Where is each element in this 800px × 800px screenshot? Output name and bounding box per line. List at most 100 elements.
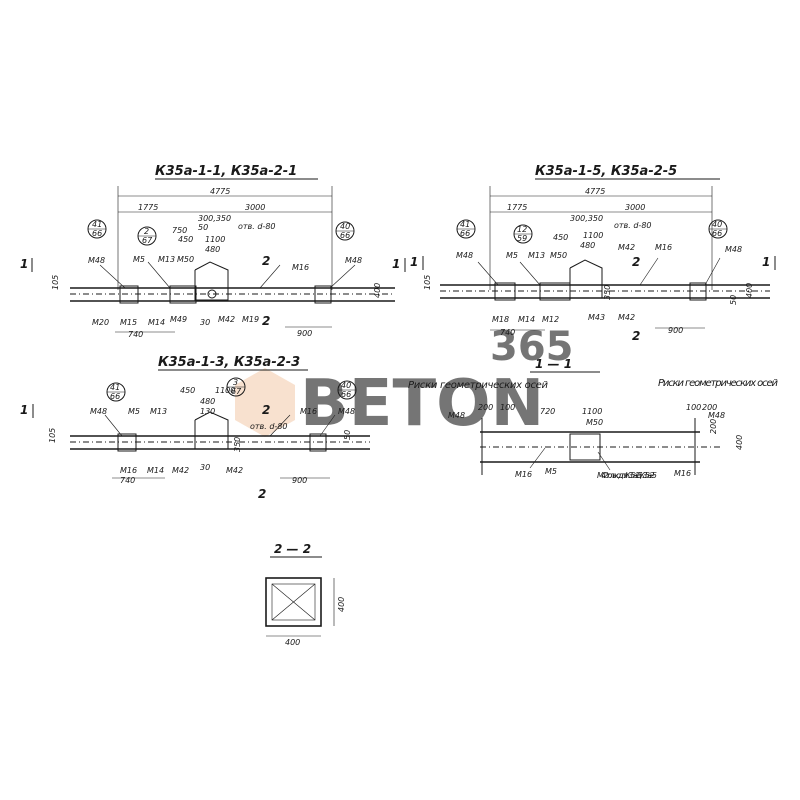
svg-text:50: 50 [343,430,352,440]
svg-text:2: 2 [632,329,640,343]
section-1-1: 1 — 1 Риски геометрических осей Риски ге… [408,357,779,480]
svg-text:М48: М48 [90,407,107,416]
svg-text:М16: М16 [515,470,532,479]
svg-text:200: 200 [709,419,718,434]
watermark-number: 365 [490,324,574,370]
svg-text:2: 2 [258,487,266,501]
svg-text:М48: М48 [345,256,362,265]
watermark: BETON 365 [235,324,574,441]
svg-text:М16: М16 [655,243,672,252]
svg-text:Риски геометрических осей: Риски геометрических осей [408,380,549,391]
svg-text:М16: М16 [292,263,309,272]
callout-bubble: 2 67 [137,226,157,246]
svg-text:3000: 3000 [625,203,645,212]
svg-text:М16: М16 [120,466,137,475]
drawing-2: К35а-1-5, К35а-2-5 4775 1775 3000 300,35… [410,164,776,343]
svg-text:300,350: 300,350 [570,214,603,223]
drawing-3-title: К35а-1-3, К35а-2-3 [158,355,300,370]
svg-text:130: 130 [200,407,215,416]
svg-text:М48: М48 [88,256,105,265]
svg-text:41: 41 [110,383,120,392]
svg-text:67: 67 [142,236,153,245]
svg-text:30: 30 [200,318,210,327]
svg-text:740: 740 [120,476,135,485]
svg-text:М48: М48 [725,245,742,254]
svg-text:67: 67 [231,387,242,396]
watermark-logo-icon [235,368,295,437]
section-1-1-title: 1 — 1 [535,357,572,371]
svg-text:105: 105 [51,275,60,290]
svg-text:480: 480 [205,245,220,254]
svg-text:66: 66 [460,229,470,238]
svg-text:66: 66 [340,231,350,240]
svg-text:450: 450 [178,235,193,244]
callout-bubble: 41 66 [456,219,476,239]
svg-text:200: 200 [702,403,717,412]
svg-text:40: 40 [341,381,351,390]
svg-text:1775: 1775 [507,203,527,212]
svg-text:М48: М48 [338,407,355,416]
svg-text:300,350: 300,350 [198,214,231,223]
svg-text:1100: 1100 [215,386,235,395]
svg-text:М5: М5 [128,407,140,416]
svg-text:41: 41 [92,220,102,229]
svg-text:40: 40 [712,220,722,229]
svg-text:50: 50 [198,223,208,232]
svg-text:М19: М19 [242,315,259,324]
svg-text:400: 400 [285,638,300,647]
svg-text:40: 40 [340,222,350,231]
svg-text:66: 66 [92,229,102,238]
cross-section-square [265,577,322,627]
svg-text:М42: М42 [226,466,243,475]
svg-text:4775: 4775 [210,187,230,196]
svg-text:1100: 1100 [582,407,602,416]
svg-text:1100: 1100 [205,235,225,244]
callout-bubble: 40 66 [337,380,357,400]
svg-text:2: 2 [262,314,270,328]
svg-text:105: 105 [423,275,432,290]
svg-text:4775: 4775 [585,187,605,196]
svg-text:отв. d-80: отв. d-80 [614,221,652,230]
drawing-2-title: К35а-1-5, К35а-2-5 [535,164,677,179]
drawing-1: К35а-1-1, К35а-2-1 4775 1775 3000 300,35… [20,164,406,339]
svg-text:740: 740 [500,328,515,337]
svg-text:100: 100 [686,403,701,412]
svg-text:М50: М50 [586,418,603,427]
svg-text:720: 720 [540,407,555,416]
svg-text:М16: М16 [300,407,317,416]
svg-text:М48: М48 [708,411,725,420]
svg-text:1: 1 [20,403,28,417]
svg-text:3000: 3000 [245,203,265,212]
callout-bubble: 40 66 [708,219,728,239]
svg-text:М16: М16 [674,469,691,478]
svg-text:М18: М18 [492,315,509,324]
svg-text:М13: М13 [528,251,545,260]
svg-text:400: 400 [735,435,744,450]
svg-text:М5: М5 [133,255,145,264]
svg-text:М13: М13 [158,255,175,264]
svg-text:750: 750 [172,226,187,235]
svg-text:59: 59 [517,234,527,243]
svg-text:350: 350 [603,285,612,300]
svg-text:М13: М13 [150,407,167,416]
svg-text:740: 740 [128,330,143,339]
svg-text:М12: М12 [542,315,559,324]
svg-text:М42: М42 [618,243,635,252]
svg-text:480: 480 [580,241,595,250]
svg-text:2: 2 [262,254,270,268]
svg-text:М43: М43 [588,313,605,322]
svg-text:М42: М42 [172,466,189,475]
svg-text:50: 50 [729,295,738,305]
svg-text:900: 900 [292,476,307,485]
svg-text:отв. d-80: отв. d-80 [238,222,276,231]
svg-text:41: 41 [460,220,470,229]
section-2-2-title: 2 — 2 [274,542,311,556]
svg-text:М42: М42 [218,315,235,324]
svg-text:66: 66 [110,392,120,401]
svg-text:900: 900 [297,329,312,338]
svg-text:М50: М50 [177,255,194,264]
svg-text:М50: М50 [550,251,567,260]
svg-text:105: 105 [48,428,57,443]
svg-text:66: 66 [712,229,722,238]
